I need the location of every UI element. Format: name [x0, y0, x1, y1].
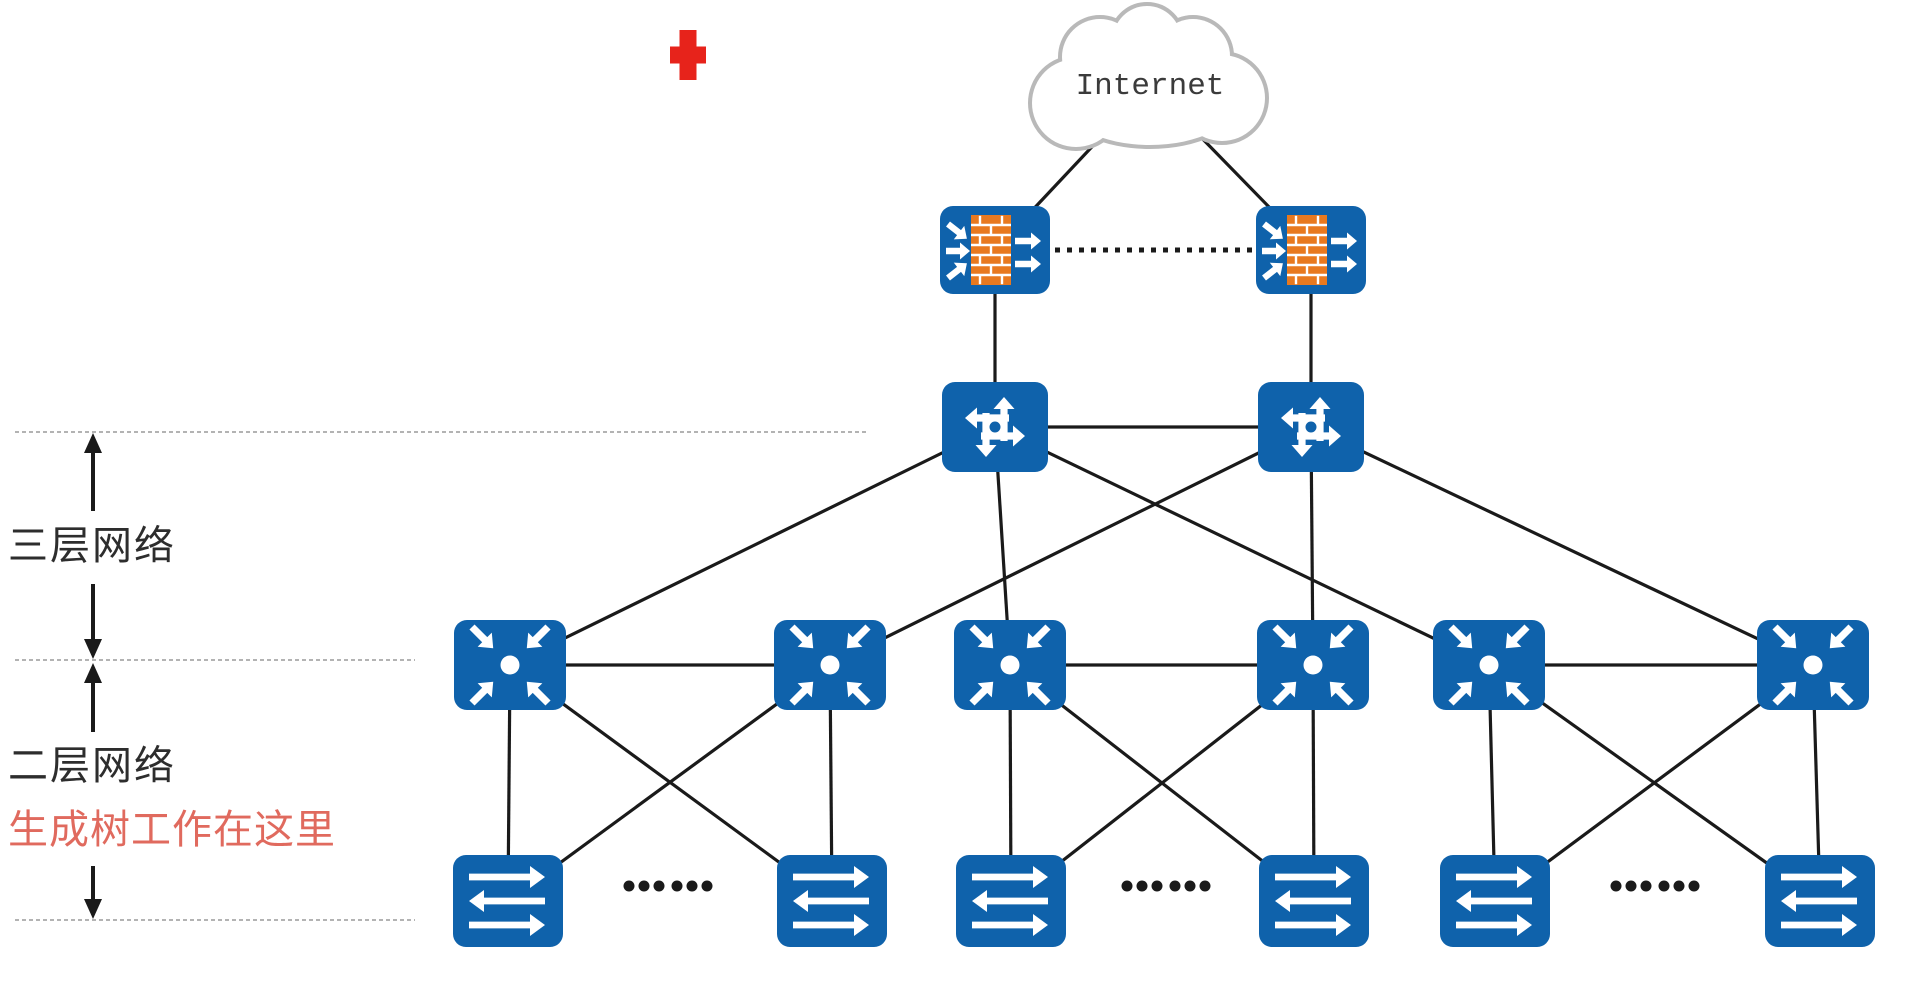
node-internet-cloud	[1028, 2, 1269, 151]
layer2-network-label: 二层网络	[8, 744, 176, 788]
link-core1-agg5	[994, 425, 1490, 667]
node-access-switch-3	[956, 855, 1066, 947]
link-core2-agg2	[829, 425, 1312, 667]
ellipsis-dots	[1121, 880, 1211, 892]
node-access-switch-5	[1440, 855, 1550, 947]
link-core2-agg6	[1310, 425, 1814, 667]
internet-label: Internet	[1075, 69, 1225, 104]
node-access-switch-6	[1765, 855, 1875, 947]
node-aggregation-switch-5	[1433, 620, 1545, 710]
spanning-tree-note: 生成树工作在这里	[8, 808, 336, 852]
node-aggregation-switch-4	[1257, 620, 1369, 710]
ellipsis-dots	[1610, 880, 1700, 892]
ellipsis-dots	[623, 880, 713, 892]
node-core-router-2	[1258, 382, 1364, 472]
link-core1-agg1	[509, 425, 996, 667]
node-firewall-1	[940, 206, 1050, 294]
layer3-network-label: 三层网络	[8, 524, 176, 568]
range-arrow-layer2	[84, 663, 102, 919]
node-aggregation-switch-2	[774, 620, 886, 710]
node-aggregation-switch-6	[1757, 620, 1869, 710]
red-cross-marker	[670, 30, 706, 80]
node-access-switch-1	[453, 855, 563, 947]
brick-wall-icon	[1287, 215, 1327, 285]
brick-wall-icon	[971, 215, 1011, 285]
range-arrow-layer3	[84, 433, 102, 659]
node-aggregation-switch-1	[454, 620, 566, 710]
node-aggregation-switch-3	[954, 620, 1066, 710]
node-core-router-1	[942, 382, 1048, 472]
node-access-switch-2	[777, 855, 887, 947]
node-firewall-2	[1256, 206, 1366, 294]
node-access-switch-4	[1259, 855, 1369, 947]
